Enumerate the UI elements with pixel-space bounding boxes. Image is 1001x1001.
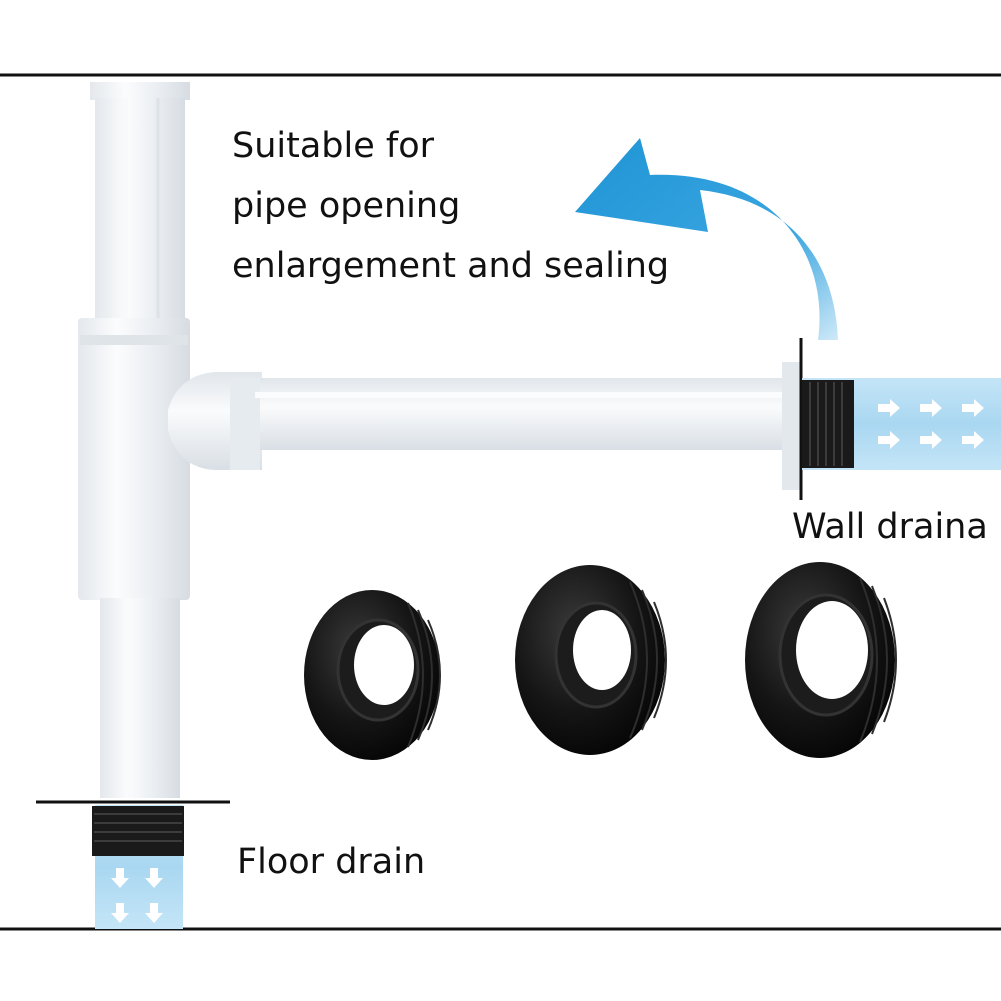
rubber-adapter-middle [515,565,667,755]
curved-arrow-icon [575,138,838,340]
floor-drain-pipe [92,805,184,929]
vertical-chrome-pipe [78,82,190,798]
headline-line-3: enlargement and sealing [232,246,670,286]
horizontal-chrome-pipe [168,362,800,490]
headline-text: Suitable for pipe opening enlargement an… [232,116,669,296]
rubber-adapter-right [745,562,897,758]
wall-drain-pipe [802,378,1001,470]
rubber-adapter-left [304,590,441,760]
white-arrow-icon [878,399,984,449]
headline-line-1: Suitable for [232,126,435,166]
wall-drain-label: Wall draina [792,507,988,547]
floor-drain-label: Floor drain [237,842,426,882]
white-arrow-icon [111,868,163,923]
headline-line-2: pipe opening [232,186,461,226]
